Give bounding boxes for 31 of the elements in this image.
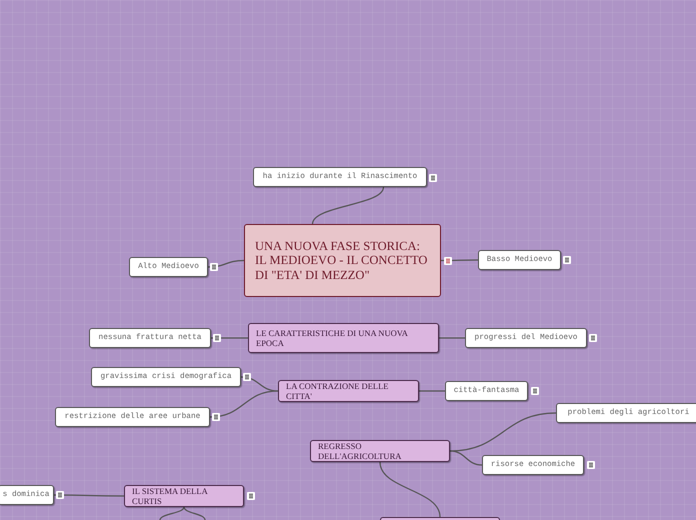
connector-line — [379, 462, 441, 518]
connector-line — [159, 506, 185, 520]
connector-line — [450, 450, 482, 466]
topic-box — [278, 380, 419, 402]
subtopic-box — [445, 381, 528, 401]
subtopic-box — [129, 257, 208, 277]
topic-box — [248, 323, 439, 353]
topic-box — [310, 440, 450, 462]
node-text: LA CONTRAZIONE DELLE CITTA' — [286, 381, 390, 401]
connector-line — [441, 259, 478, 262]
node-text: REGRESSO DELL'AGRICOLTURA — [318, 441, 402, 461]
subtopic-box — [89, 328, 211, 348]
subtopic-box — [91, 367, 241, 387]
subtopic-box — [0, 485, 54, 505]
subtopic-box — [253, 167, 427, 187]
connector-line — [312, 186, 384, 224]
subtopic-box — [55, 407, 210, 427]
connector-line — [54, 494, 124, 497]
topic-box — [124, 485, 244, 507]
connector-line — [419, 390, 445, 392]
node-text: IL SISTEMA DELLA CURTIS — [132, 486, 209, 506]
subtopic-box — [482, 455, 584, 475]
node-text: UNA NUOVA FASE STORICA: IL MEDIOEVO - IL CONCETTO DI "ETA' DI MEZZO" — [255, 238, 428, 282]
subtopic-box — [556, 403, 696, 423]
central-topic-box — [244, 224, 441, 297]
subtopic-box — [478, 250, 561, 270]
connector-line — [183, 506, 206, 520]
node-text: LE CARATTERISTICHE DI UNA NUOVA EPOCA — [256, 328, 409, 348]
connector-line — [210, 390, 278, 418]
subtopic-box — [465, 328, 587, 348]
connector-line — [439, 337, 465, 339]
